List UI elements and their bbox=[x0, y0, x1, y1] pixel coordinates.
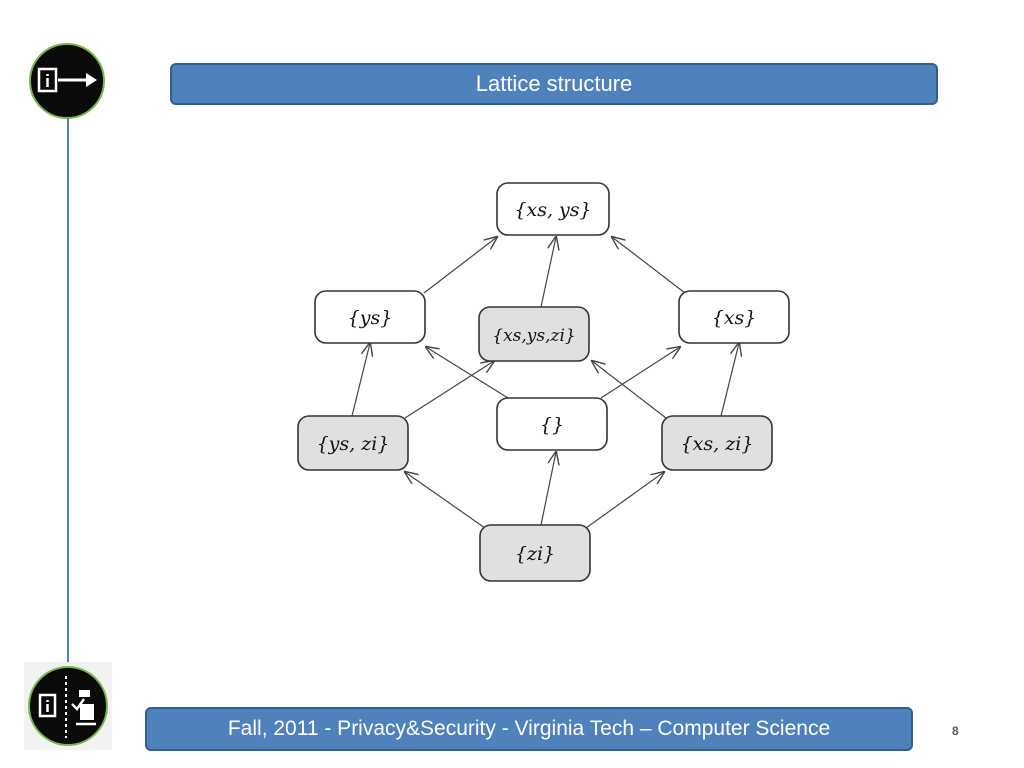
edge-xs-zi-to-xs bbox=[720, 343, 739, 417]
edge-ys-zi-to-xs-ys-zi bbox=[404, 361, 494, 419]
node-zi: {zi} bbox=[479, 524, 591, 582]
node-empty: {} bbox=[496, 397, 608, 451]
node-box bbox=[478, 306, 590, 362]
node-xs-ys: {xs, ys} bbox=[496, 182, 610, 236]
edge-xs-ys-zi-to-xs-ys bbox=[540, 237, 556, 308]
node-box bbox=[678, 290, 790, 344]
edge-xs-zi-to-xs-ys-zi bbox=[592, 361, 667, 419]
node-label: {xs, ys} bbox=[514, 199, 591, 221]
node-box bbox=[496, 182, 610, 236]
node-box bbox=[496, 397, 608, 451]
edge-zi-to-xs-zi bbox=[585, 472, 664, 529]
node-box bbox=[297, 415, 409, 471]
node-label: {ys} bbox=[348, 307, 393, 329]
node-ys-zi: {ys, zi} bbox=[297, 415, 409, 471]
edge-empty-to-ys bbox=[426, 347, 509, 399]
document-checklist-icon bbox=[28, 666, 108, 746]
edge-zi-to-empty bbox=[540, 452, 556, 526]
node-box bbox=[661, 415, 773, 471]
node-xs-zi: {xs, zi} bbox=[661, 415, 773, 471]
node-label: {} bbox=[540, 414, 564, 436]
document-arrow-icon bbox=[29, 43, 105, 119]
slide-footer: Fall, 2011 - Privacy&Security - Virginia… bbox=[145, 707, 913, 751]
node-box bbox=[314, 290, 426, 344]
edge-ys-zi-to-ys bbox=[351, 343, 370, 417]
page-number: 8 bbox=[952, 724, 959, 738]
node-xs-ys-zi: {xs,ys,zi} bbox=[478, 306, 590, 362]
node-ys: {ys} bbox=[314, 290, 426, 344]
edge-xs-to-xs-ys bbox=[612, 237, 686, 294]
edge-ys-to-xs-ys bbox=[423, 237, 497, 294]
node-label: {xs} bbox=[712, 307, 757, 329]
node-box bbox=[479, 524, 591, 582]
vertical-rail bbox=[67, 118, 69, 673]
bottom-icon-frame bbox=[24, 662, 112, 750]
node-label: {xs,ys,zi} bbox=[492, 326, 575, 346]
edge-empty-to-xs bbox=[600, 347, 680, 399]
node-label: {zi} bbox=[515, 543, 555, 565]
slide-title: Lattice structure bbox=[170, 63, 938, 105]
node-label: {xs, zi} bbox=[681, 433, 754, 455]
node-label: {ys, zi} bbox=[317, 433, 390, 455]
edge-zi-to-ys-zi bbox=[405, 472, 486, 529]
node-xs: {xs} bbox=[678, 290, 790, 344]
